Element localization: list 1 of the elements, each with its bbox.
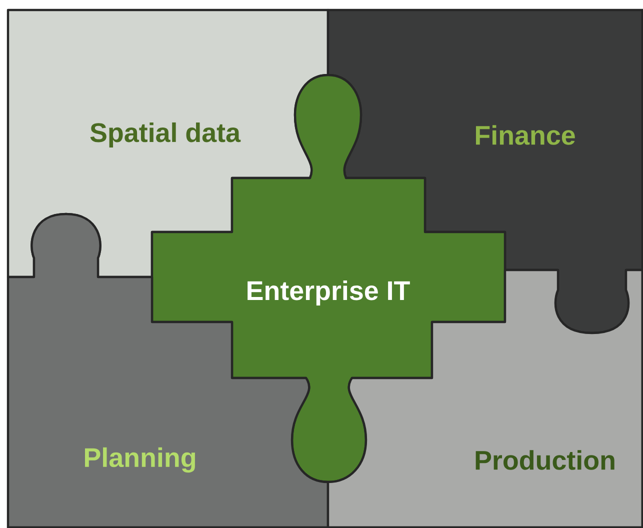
puzzle-piece: Spatial data bbox=[6, 8, 330, 278]
